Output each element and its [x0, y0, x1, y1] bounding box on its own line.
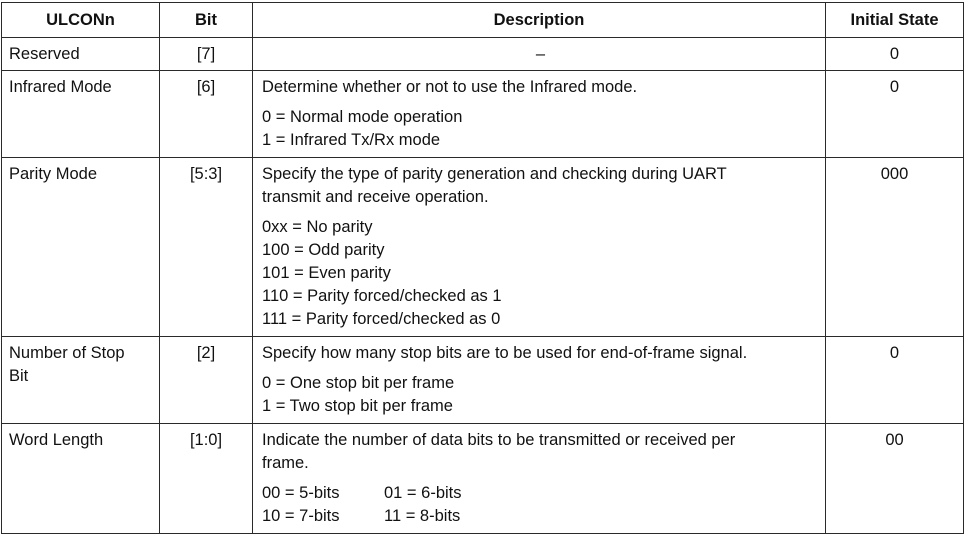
row-bit: [5:3]: [159, 157, 253, 337]
option-line: 0xx = No parity: [262, 218, 373, 236]
row-description: Indicate the number of data bits to be t…: [252, 423, 826, 534]
row-name: Number of Stop Bit: [1, 336, 160, 424]
row-name: Infrared Mode: [1, 70, 160, 158]
row-name: Parity Mode: [1, 157, 160, 337]
row-name: Reserved: [1, 37, 160, 71]
row-bit: [7]: [159, 37, 253, 71]
header-ulconn: ULCONn: [1, 2, 160, 38]
option-cell: 00 = 5-bits: [262, 484, 340, 502]
option-line: 0 = One stop bit per frame: [262, 374, 455, 392]
option-grid-row: 10 = 7-bits 11 = 8-bits: [262, 505, 819, 528]
row-name-line: Number of Stop: [9, 344, 125, 362]
row-name-line: Bit: [9, 367, 29, 385]
row-initial-state: 0: [825, 336, 964, 424]
description-text: Specify the type of parity generation an…: [262, 165, 727, 183]
row-initial-state: 000: [825, 157, 964, 337]
option-line: 1 = Infrared Tx/Rx mode: [262, 131, 441, 149]
option-line: 100 = Odd parity: [262, 241, 385, 259]
description-text: Specify how many stop bits are to be use…: [262, 344, 748, 362]
row-description: –: [252, 37, 826, 71]
description-text: transmit and receive operation.: [262, 188, 489, 206]
row-bit: [1:0]: [159, 423, 253, 534]
option-line: 1 = Two stop bit per frame: [262, 397, 453, 415]
header-row: ULCONn Bit Description Initial State: [1, 2, 964, 38]
option-line: 110 = Parity forced/checked as 1: [262, 287, 502, 305]
table-row: Number of Stop Bit [2] Specify how many …: [1, 336, 964, 424]
table-row: Parity Mode [5:3] Specify the type of pa…: [1, 157, 964, 337]
option-line: 0 = Normal mode operation: [262, 108, 463, 126]
table-row: Word Length [1:0] Indicate the number of…: [1, 423, 964, 534]
header-bit: Bit: [159, 2, 253, 38]
row-description: Determine whether or not to use the Infr…: [252, 70, 826, 158]
description-text: Indicate the number of data bits to be t…: [262, 431, 736, 449]
option-line: 111 = Parity forced/checked as 0: [262, 310, 501, 328]
table-row: Reserved [7] – 0: [1, 37, 964, 71]
option-cell: 01 = 6-bits: [384, 484, 462, 502]
description-text: frame.: [262, 454, 309, 472]
header-initial-state: Initial State: [825, 2, 964, 38]
row-bit: [6]: [159, 70, 253, 158]
row-initial-state: 00: [825, 423, 964, 534]
option-cell: 10 = 7-bits: [262, 507, 340, 525]
row-initial-state: 0: [825, 37, 964, 71]
row-bit: [2]: [159, 336, 253, 424]
table-row: Infrared Mode [6] Determine whether or n…: [1, 70, 964, 158]
row-description: Specify the type of parity generation an…: [252, 157, 826, 337]
option-line: 101 = Even parity: [262, 264, 391, 282]
row-initial-state: 0: [825, 70, 964, 158]
header-description: Description: [252, 2, 826, 38]
option-cell: 11 = 8-bits: [384, 507, 461, 525]
description-text: Determine whether or not to use the Infr…: [262, 78, 638, 96]
row-name: Word Length: [1, 423, 160, 534]
row-description: Specify how many stop bits are to be use…: [252, 336, 826, 424]
option-grid-row: 00 = 5-bits 01 = 6-bits: [262, 482, 819, 505]
